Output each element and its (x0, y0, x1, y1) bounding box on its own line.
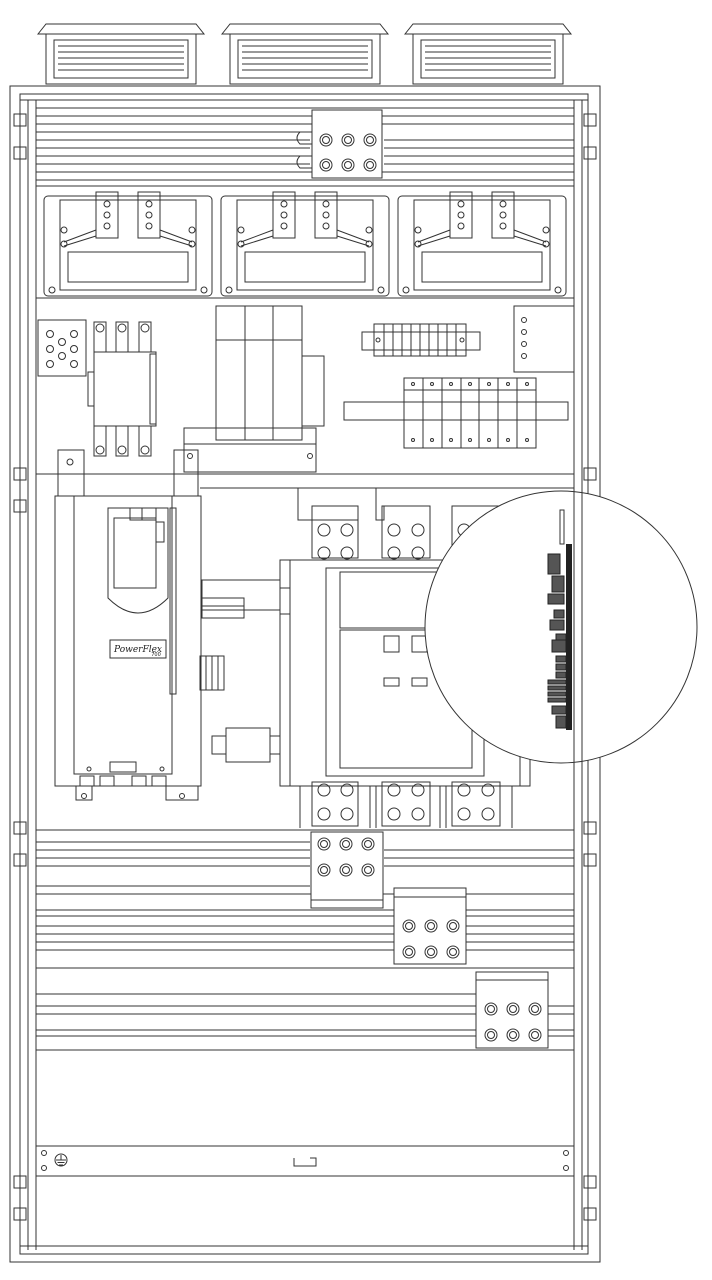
drive-model-label: 700 (151, 652, 161, 658)
detail-callout (424, 490, 698, 764)
busbar-stub (297, 488, 359, 560)
powerflex-drive (36, 449, 574, 801)
lower-bus-bars (36, 829, 574, 1051)
busbar-stub (375, 488, 431, 560)
drive-brand-label: PowerFlex (113, 645, 162, 655)
side-bracket (513, 305, 575, 373)
fan-hood (220, 23, 390, 85)
ground-bar (35, 1145, 575, 1177)
terminal-block-lower (343, 377, 569, 449)
control-transformer (183, 305, 325, 473)
fan-hood (403, 23, 573, 85)
ground-symbol-icon (54, 1153, 68, 1167)
fuse-holder-row (36, 185, 574, 299)
top-fan-hoods (36, 23, 573, 85)
fuse-holder (220, 191, 390, 297)
lower-busbar-stubs (299, 781, 513, 828)
terminal-block-upper (361, 323, 481, 357)
fuse-holder (43, 191, 213, 297)
fan-hood (36, 23, 206, 85)
power-components (199, 488, 531, 828)
contactor (87, 321, 157, 457)
fuse-holder (397, 191, 567, 297)
top-bus-bars (36, 107, 574, 181)
control-components (37, 305, 575, 473)
